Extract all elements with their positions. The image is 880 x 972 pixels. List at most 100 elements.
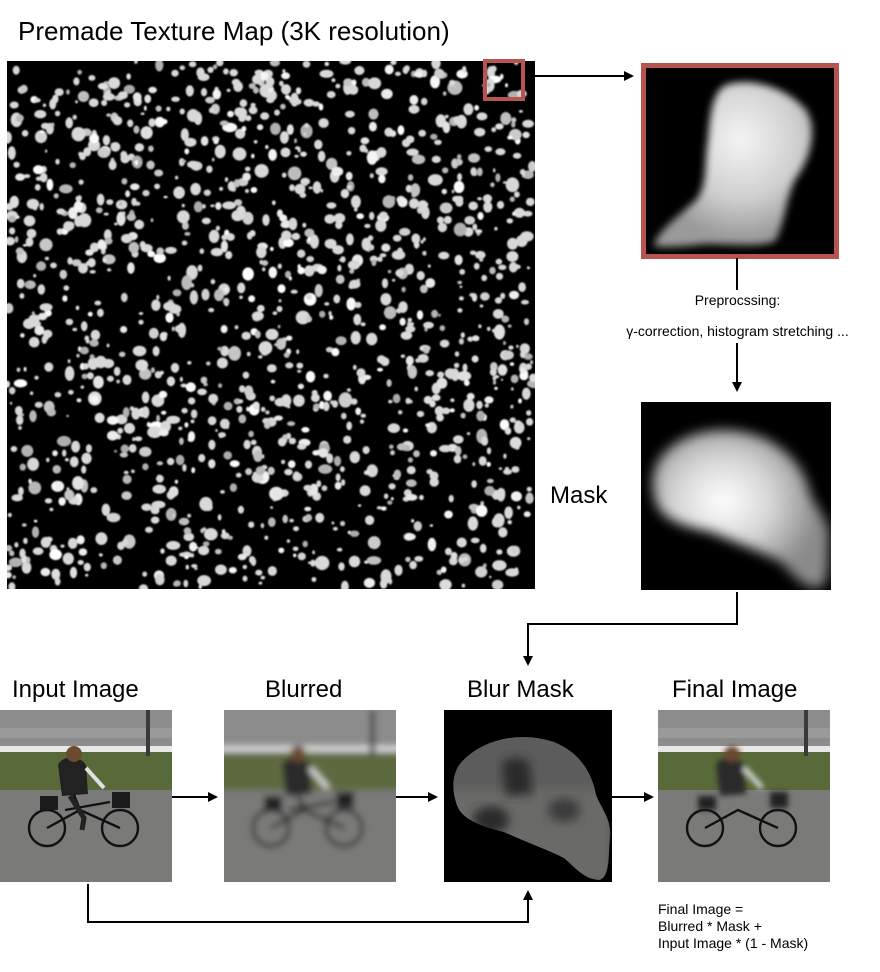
texture-spot bbox=[453, 222, 467, 237]
texture-spot bbox=[39, 238, 53, 252]
texture-spot bbox=[297, 552, 306, 561]
texture-spot bbox=[346, 233, 354, 246]
texture-spot bbox=[366, 464, 378, 478]
texture-spot bbox=[87, 311, 93, 317]
texture-spot bbox=[390, 61, 397, 65]
texture-spot bbox=[64, 366, 75, 381]
texture-spot bbox=[242, 564, 248, 570]
texture-spot bbox=[33, 165, 44, 175]
texture-spot bbox=[332, 400, 338, 408]
texture-spot bbox=[83, 147, 92, 157]
texture-spot bbox=[350, 398, 358, 405]
texture-spot bbox=[304, 123, 309, 128]
texture-spot bbox=[286, 124, 294, 135]
texture-spot bbox=[217, 346, 224, 351]
texture-spot bbox=[387, 269, 392, 274]
texture-spot bbox=[405, 325, 416, 333]
texture-spot bbox=[284, 468, 293, 476]
texture-spot bbox=[281, 394, 292, 408]
texture-spot bbox=[487, 82, 491, 87]
texture-spot bbox=[156, 247, 165, 255]
texture-spot bbox=[517, 505, 521, 510]
texture-spot bbox=[42, 103, 47, 108]
texture-spot bbox=[198, 545, 210, 556]
texture-spot bbox=[491, 516, 502, 528]
texture-spot bbox=[102, 254, 116, 265]
texture-spot bbox=[231, 186, 236, 192]
texture-spot bbox=[62, 552, 74, 565]
texture-spot bbox=[139, 241, 146, 249]
texture-spot bbox=[425, 278, 436, 288]
blur-mask-label: Blur Mask bbox=[467, 676, 574, 703]
texture-spot bbox=[281, 459, 286, 465]
texture-spot bbox=[502, 181, 507, 184]
texture-spot bbox=[263, 421, 271, 430]
texture-spot bbox=[171, 326, 175, 332]
texture-spot bbox=[489, 368, 497, 376]
texture-spot bbox=[120, 444, 129, 453]
texture-map-noise bbox=[7, 61, 535, 589]
texture-spot bbox=[354, 66, 365, 75]
texture-spot bbox=[430, 75, 440, 89]
texture-spot bbox=[410, 183, 421, 197]
texture-spot bbox=[123, 470, 129, 475]
texture-spot bbox=[397, 410, 403, 415]
texture-spot bbox=[85, 339, 90, 344]
texture-spot bbox=[219, 120, 229, 126]
arrow-mask-to-blur-mask bbox=[523, 592, 738, 666]
texture-spot bbox=[443, 215, 452, 224]
texture-spot bbox=[442, 167, 449, 174]
texture-spot bbox=[142, 189, 150, 197]
texture-spot bbox=[179, 437, 184, 445]
texture-spot bbox=[212, 157, 215, 162]
texture-spot bbox=[207, 416, 217, 426]
texture-spot bbox=[478, 324, 482, 329]
texture-spot bbox=[79, 346, 89, 355]
texture-spot bbox=[323, 390, 332, 401]
texture-spot bbox=[297, 383, 304, 390]
texture-spot bbox=[202, 541, 210, 547]
texture-spot bbox=[479, 304, 484, 308]
texture-spot bbox=[85, 249, 94, 256]
texture-spot bbox=[97, 308, 104, 317]
texture-spot bbox=[314, 139, 323, 150]
texture-spot bbox=[359, 485, 371, 497]
texture-spot bbox=[220, 240, 228, 253]
texture-spot bbox=[387, 500, 393, 505]
texture-spot bbox=[315, 512, 325, 523]
texture-spot bbox=[521, 299, 529, 305]
texture-spot bbox=[522, 387, 531, 400]
texture-spot bbox=[434, 406, 444, 416]
texture-spot bbox=[281, 84, 291, 95]
texture-spot bbox=[43, 329, 53, 339]
texture-spot bbox=[9, 387, 16, 395]
texture-spot bbox=[108, 77, 121, 89]
texture-spot bbox=[420, 239, 424, 244]
texture-spot bbox=[18, 425, 22, 430]
texture-spot bbox=[8, 215, 16, 223]
texture-spot bbox=[277, 284, 286, 293]
texture-spot bbox=[383, 306, 397, 320]
texture-spot bbox=[453, 454, 462, 464]
texture-spot bbox=[507, 569, 514, 576]
texture-spot bbox=[172, 289, 182, 297]
texture-spot bbox=[200, 88, 208, 97]
texture-spot bbox=[15, 247, 24, 255]
texture-spot bbox=[431, 155, 441, 163]
texture-spot bbox=[444, 510, 453, 519]
texture-spot bbox=[379, 253, 387, 258]
texture-spot bbox=[116, 379, 120, 384]
texture-spot bbox=[303, 484, 313, 492]
texture-spot bbox=[311, 389, 318, 396]
texture-spot bbox=[213, 289, 225, 302]
texture-spot bbox=[67, 359, 71, 364]
texture-spot bbox=[144, 94, 152, 104]
texture-spot bbox=[85, 444, 92, 453]
texture-spot bbox=[7, 146, 16, 160]
texture-spot bbox=[457, 280, 463, 285]
texture-spot bbox=[253, 86, 259, 94]
texture-spot bbox=[63, 222, 72, 231]
texture-spot bbox=[200, 376, 208, 384]
texture-spot bbox=[181, 221, 189, 230]
texture-spot bbox=[514, 444, 520, 450]
